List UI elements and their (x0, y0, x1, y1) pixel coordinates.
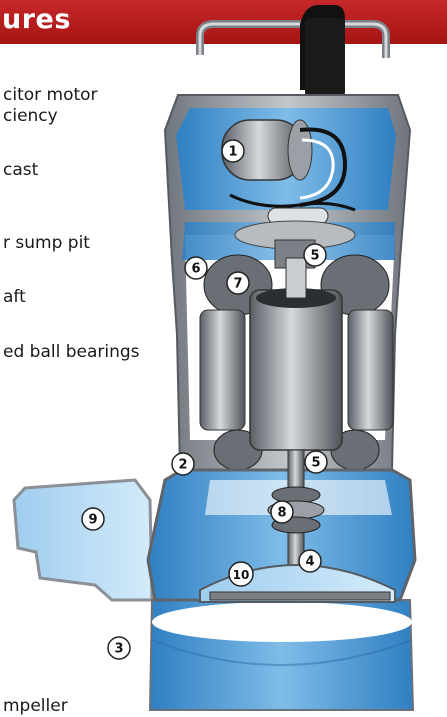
rotor (249, 257, 343, 451)
svg-text:5: 5 (310, 249, 319, 264)
svg-text:7: 7 (233, 277, 242, 292)
svg-text:1: 1 (228, 145, 237, 160)
svg-text:4: 4 (305, 555, 314, 570)
feature-text-sump-pit: r sump pit (3, 233, 90, 253)
callout-7: 7 (226, 271, 250, 295)
power-cable (300, 5, 345, 98)
callout-9: 9 (81, 507, 105, 531)
callout-5-upper: 5 (303, 243, 327, 267)
feature-text-efficiency: ciency (3, 106, 58, 126)
feature-text-impeller: mpeller (3, 696, 68, 716)
svg-text:2: 2 (178, 458, 187, 473)
volute-housing (12, 478, 154, 602)
svg-text:8: 8 (277, 506, 286, 521)
callout-10: 10 (228, 561, 254, 587)
svg-text:6: 6 (191, 262, 200, 277)
svg-text:10: 10 (233, 568, 250, 582)
callout-5-lower: 5 (304, 450, 328, 474)
callout-6: 6 (184, 256, 208, 280)
capacitor (221, 119, 348, 207)
pump-handle (196, 20, 390, 58)
svg-text:9: 9 (88, 513, 97, 528)
callout-4: 4 (298, 549, 322, 573)
feature-text-shaft: aft (3, 287, 26, 307)
callout-8: 8 (270, 500, 294, 524)
callout-3: 3 (107, 636, 131, 660)
banner-title: ures (2, 4, 71, 35)
feature-text-cast: cast (3, 160, 39, 180)
svg-text:3: 3 (114, 642, 123, 657)
callout-1: 1 (221, 139, 245, 163)
pump-base (148, 599, 415, 711)
svg-text:5: 5 (311, 456, 320, 471)
feature-text-bearings: ed ball bearings (3, 342, 140, 362)
callout-2: 2 (171, 452, 195, 476)
feature-text-motor: citor motor (3, 85, 98, 105)
